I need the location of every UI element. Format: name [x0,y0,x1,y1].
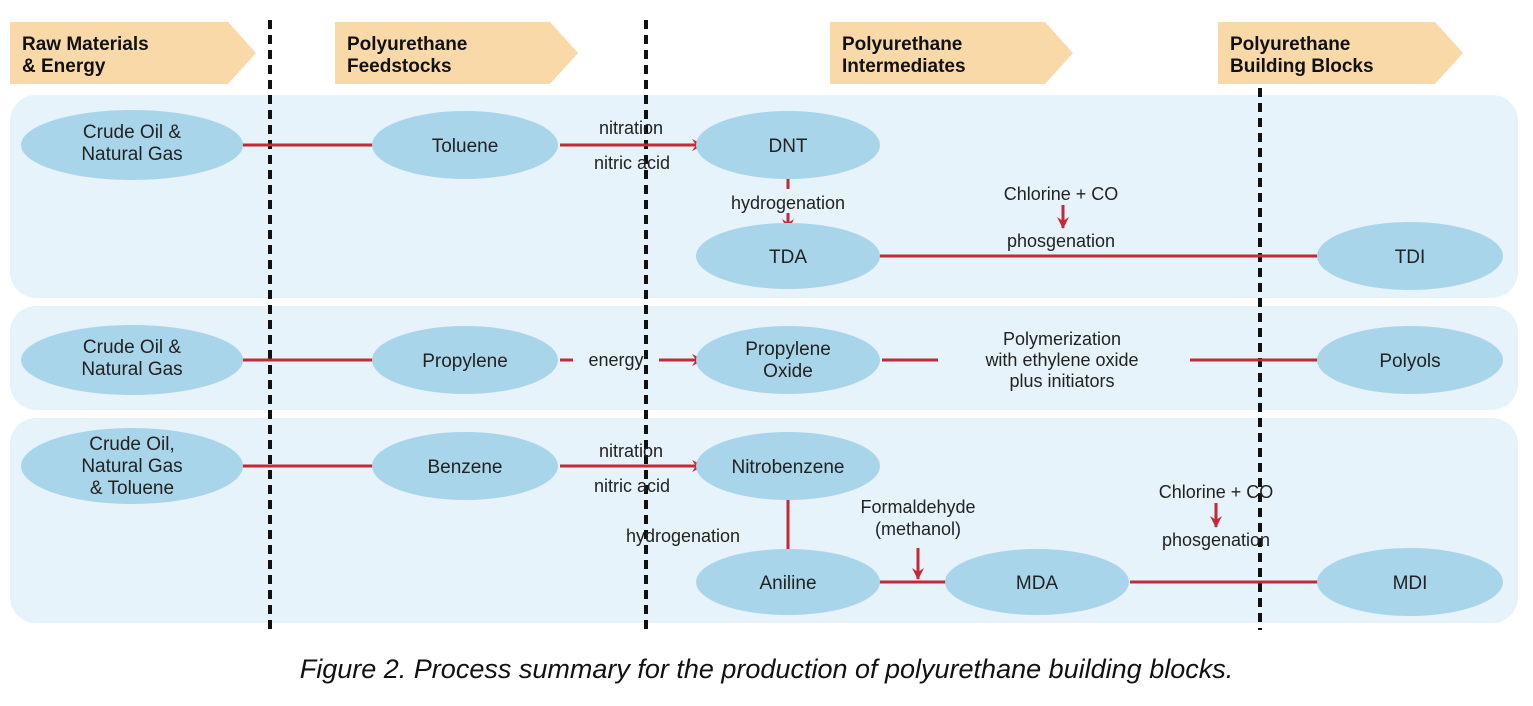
edge-label-nitric-acid: nitric acid [594,476,670,496]
node-aniline: Aniline [696,549,880,615]
node-label: & Toluene [90,478,174,499]
node-label: TDA [769,247,807,268]
node-benzene: Benzene [372,432,558,500]
node-label: Natural Gas [81,144,182,165]
stage-header-line: Polyurethane [347,34,467,55]
node-label: Propylene [422,351,508,372]
stage-header-line: Intermediates [842,56,966,77]
stage-header-line: Feedstocks [347,56,452,77]
edge-label-hydrogenation: hydrogenation [626,526,740,546]
node-label: Crude Oil & [83,122,182,143]
edge-label-chlorine-co: Chlorine + CO [1004,184,1119,204]
stage-header-line: Raw Materials [22,34,149,55]
stage-header-line: Polyurethane [842,34,962,55]
node-label: Crude Oil & [83,337,182,358]
edge-label-formaldehyde: (methanol) [875,519,961,539]
node-label: Aniline [759,573,816,594]
stage-header-line: Polyurethane [1230,34,1350,55]
stage-header-line: Building Blocks [1230,56,1374,77]
edge-label-polymerization: with ethylene oxide [984,350,1138,370]
node-polyols: Polyols [1317,326,1503,394]
node-label: Propylene [745,339,831,360]
node-propylene-oxide: Propylene Oxide [696,326,880,394]
figure-caption: Figure 2. Process summary for the produc… [299,654,1234,684]
edge-label-nitration: nitration [599,441,663,461]
node-crude-oil-natural-gas: Crude Oil & Natural Gas [21,325,243,395]
edge-label-nitration: nitration [599,118,663,138]
node-label: Crude Oil, [89,434,175,455]
stage-header-building-blocks: Polyurethane Building Blocks [1218,22,1463,84]
node-label: Nitrobenzene [731,457,844,478]
node-label: Toluene [432,136,499,157]
stage-header-intermediates: Polyurethane Intermediates [830,22,1073,84]
stage-header-feedstocks: Polyurethane Feedstocks [335,22,578,84]
node-tda: TDA [696,223,880,289]
node-label: MDA [1016,573,1059,594]
edge-label-energy: energy [588,350,643,370]
edge-label-chlorine-co: Chlorine + CO [1159,482,1274,502]
edge-label-phosgenation: phosgenation [1162,530,1270,550]
edge-label-nitric-acid: nitric acid [594,153,670,173]
node-label: Natural Gas [81,359,182,380]
edge-label-phosgenation: phosgenation [1007,231,1115,251]
stage-header-line: & Energy [22,56,106,77]
edge-label-hydrogenation: hydrogenation [731,193,845,213]
node-crude-oil-natural-gas-toluene: Crude Oil, Natural Gas & Toluene [21,428,243,504]
edge-label-formaldehyde: Formaldehyde [860,497,975,517]
node-label: MDI [1393,573,1428,594]
stage-header-raw-materials: Raw Materials & Energy [10,22,256,84]
node-mdi: MDI [1317,548,1503,616]
node-nitrobenzene: Nitrobenzene [696,432,880,500]
node-dnt: DNT [696,111,880,179]
node-propylene: Propylene [372,326,558,394]
edge-label-polymerization: Polymerization [1003,329,1121,349]
node-toluene: Toluene [372,111,558,179]
process-diagram: Raw Materials & Energy Polyurethane Feed… [10,20,1518,630]
node-label: DNT [768,136,807,157]
node-crude-oil-natural-gas: Crude Oil & Natural Gas [21,110,243,180]
node-label: Natural Gas [81,456,182,477]
node-label: Polyols [1379,351,1440,372]
node-tdi: TDI [1317,222,1503,290]
node-label: Benzene [427,457,502,478]
node-mda: MDA [945,549,1129,615]
node-label: TDI [1395,247,1426,268]
edge-label-polymerization: plus initiators [1009,371,1114,391]
node-label: Oxide [763,361,813,382]
